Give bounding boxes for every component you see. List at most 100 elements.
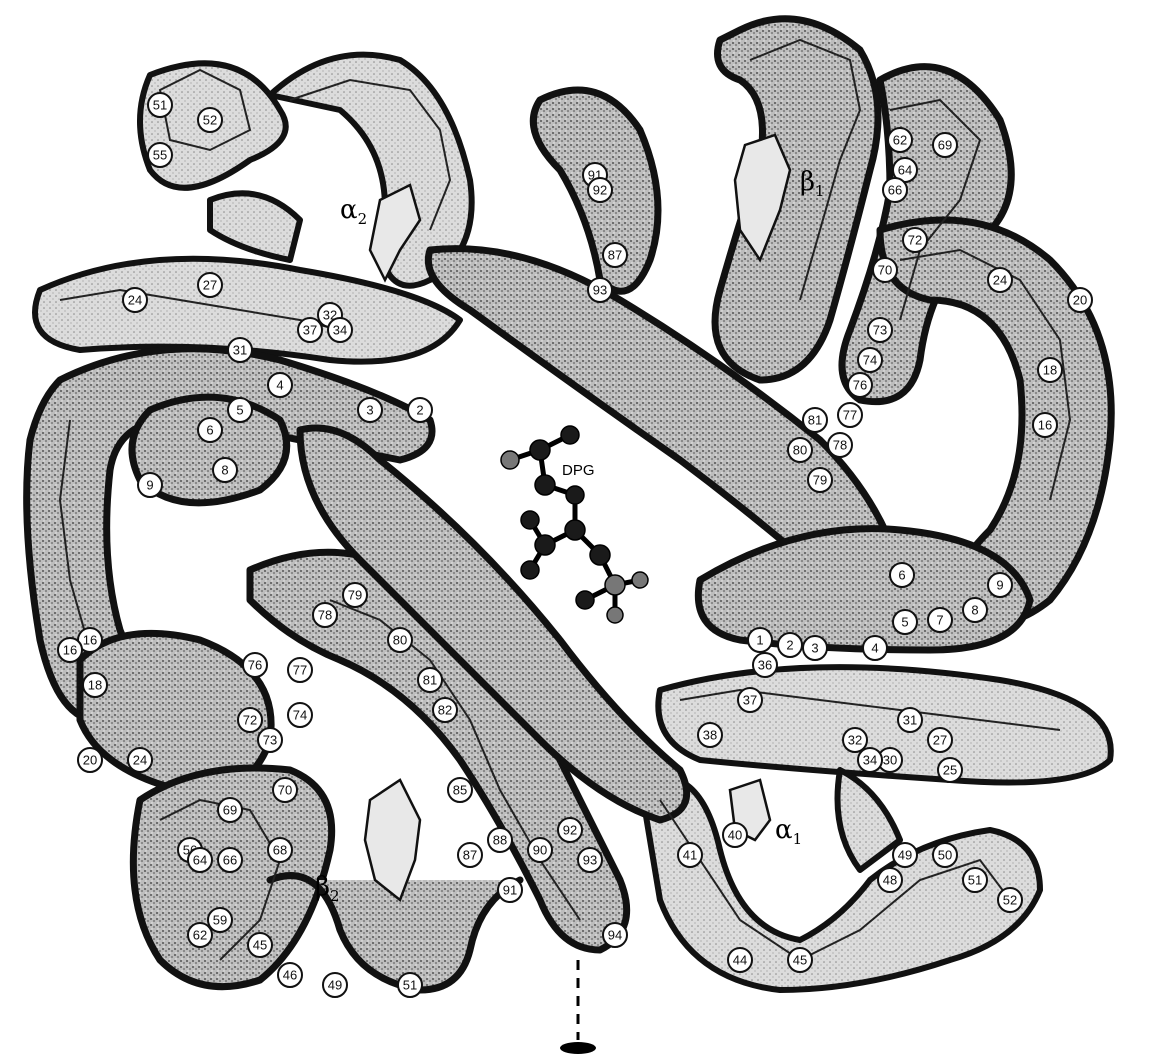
residue-marker: 52 <box>198 108 222 132</box>
residue-number: 16 <box>1038 418 1052 433</box>
residue-number: 88 <box>493 833 507 848</box>
residue-number: 49 <box>898 848 912 863</box>
residue-marker: 80 <box>388 628 412 652</box>
residue-marker: 51 <box>398 973 422 997</box>
residue-number: 45 <box>793 953 807 968</box>
residue-marker: 5 <box>893 610 917 634</box>
residue-number: 8 <box>971 603 978 618</box>
residue-marker: 5 <box>228 398 252 422</box>
residue-number: 73 <box>263 733 277 748</box>
residue-marker: 70 <box>873 258 897 282</box>
residue-marker: 50 <box>933 843 957 867</box>
residue-marker: 8 <box>213 458 237 482</box>
residue-number: 87 <box>608 248 622 263</box>
residue-number: 93 <box>593 283 607 298</box>
residue-number: 2 <box>786 638 793 653</box>
dyad-axis <box>560 960 596 1054</box>
residue-number: 34 <box>333 323 347 338</box>
residue-number: 59 <box>213 913 227 928</box>
residue-marker: 76 <box>848 373 872 397</box>
residue-number: 93 <box>583 853 597 868</box>
beta2-chain-ribbon <box>27 349 687 990</box>
residue-marker: 68 <box>268 838 292 862</box>
residue-marker: 78 <box>828 433 852 457</box>
residue-marker: 87 <box>603 243 627 267</box>
residue-marker: 77 <box>838 403 862 427</box>
residue-marker: 24 <box>128 748 152 772</box>
residue-marker: 82 <box>433 698 457 722</box>
residue-marker: 20 <box>78 748 102 772</box>
residue-number: 31 <box>233 343 247 358</box>
residue-marker: 46 <box>278 963 302 987</box>
residue-marker: 51 <box>963 868 987 892</box>
residue-number: 70 <box>878 263 892 278</box>
residue-marker: 41 <box>678 843 702 867</box>
residue-number: 44 <box>733 953 747 968</box>
alpha2-label: α2 <box>340 195 367 228</box>
residue-number: 18 <box>1043 363 1057 378</box>
residue-number: 50 <box>938 848 952 863</box>
residue-number: 51 <box>968 873 982 888</box>
dpg-label: DPG <box>562 462 595 479</box>
residue-marker: 3 <box>358 398 382 422</box>
residue-marker: 92 <box>588 178 612 202</box>
residue-marker: 45 <box>248 933 272 957</box>
residue-number: 81 <box>423 673 437 688</box>
residue-number: 38 <box>703 728 717 743</box>
residue-number: 4 <box>871 641 878 656</box>
residue-number: 1 <box>756 633 763 648</box>
residue-marker: 69 <box>218 798 242 822</box>
residue-number: 79 <box>348 588 362 603</box>
residue-marker: 80 <box>788 438 812 462</box>
residue-marker: 18 <box>83 673 107 697</box>
residue-number: 24 <box>993 273 1007 288</box>
residue-marker: 16 <box>1033 413 1057 437</box>
residue-marker: 74 <box>858 348 882 372</box>
residue-number: 25 <box>943 763 957 778</box>
residue-number: 34 <box>863 753 877 768</box>
residue-number: 18 <box>88 678 102 693</box>
residue-number: 77 <box>843 408 857 423</box>
residue-number: 76 <box>853 378 867 393</box>
residue-number: 64 <box>193 853 207 868</box>
residue-marker: 91 <box>498 878 522 902</box>
beta2-label: β2 <box>315 872 340 905</box>
residue-number: 49 <box>328 978 342 993</box>
residue-marker: 45 <box>788 948 812 972</box>
residue-marker: 40 <box>723 823 747 847</box>
residue-marker: 92 <box>558 818 582 842</box>
residue-number: 27 <box>203 278 217 293</box>
residue-marker: 59 <box>208 908 232 932</box>
residue-number: 55 <box>153 148 167 163</box>
residue-marker: 27 <box>928 728 952 752</box>
residue-number: 3 <box>811 641 818 656</box>
residue-marker: 90 <box>528 838 552 862</box>
residue-marker: 24 <box>988 268 1012 292</box>
residue-number: 94 <box>608 928 622 943</box>
residue-marker: 93 <box>578 848 602 872</box>
residue-number: 51 <box>153 98 167 113</box>
residue-number: 16 <box>63 643 77 658</box>
residue-number: 91 <box>503 883 517 898</box>
residue-number: 24 <box>128 293 142 308</box>
residue-marker: 37 <box>738 688 762 712</box>
residue-marker: 37 <box>298 318 322 342</box>
residue-number: 45 <box>253 938 267 953</box>
residue-number: 68 <box>273 843 287 858</box>
residue-number: 6 <box>206 423 213 438</box>
residue-marker: 6 <box>198 418 222 442</box>
residue-marker: 81 <box>803 408 827 432</box>
residue-marker: 34 <box>858 748 882 772</box>
residue-number: 79 <box>813 473 827 488</box>
residue-marker: 48 <box>878 868 902 892</box>
residue-marker: 79 <box>343 583 367 607</box>
residue-marker: 16 <box>58 638 82 662</box>
residue-number: 20 <box>1073 293 1087 308</box>
residue-number: 92 <box>563 823 577 838</box>
residue-number: 24 <box>133 753 147 768</box>
residue-marker: 2 <box>408 398 432 422</box>
residue-marker: 88 <box>488 828 512 852</box>
residue-number: 78 <box>318 608 332 623</box>
residue-number: 73 <box>873 323 887 338</box>
